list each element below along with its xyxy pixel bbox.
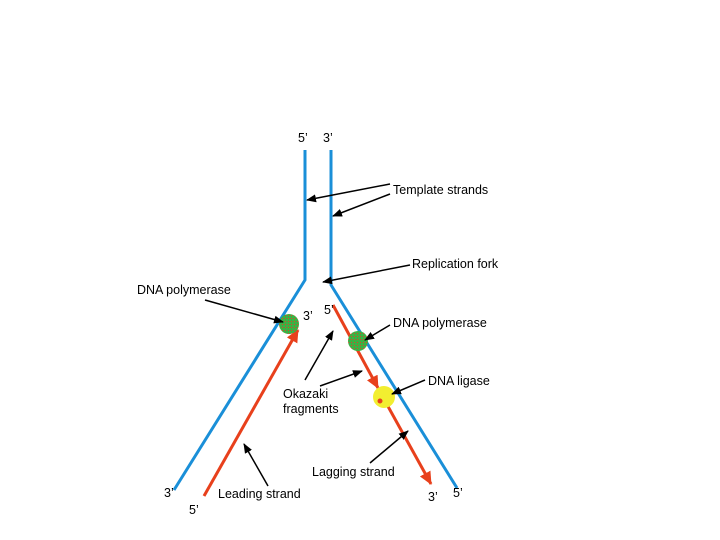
label-leading-strand: Leading strand	[218, 487, 301, 501]
label-dna-ligase: DNA ligase	[428, 374, 490, 388]
label-top-5prime: 5’	[298, 131, 308, 145]
arrow-leading-strand	[244, 444, 268, 486]
arrow-polymerase-right	[365, 325, 390, 340]
arrow-replication-fork	[323, 265, 410, 282]
label-bottom-left-5prime: 5’	[189, 503, 199, 517]
pointer-arrows	[205, 184, 425, 486]
label-dna-polymerase-left: DNA polymerase	[137, 283, 231, 297]
label-dna-polymerase-right: DNA polymerase	[393, 316, 487, 330]
label-mid-3prime: 3’	[303, 309, 313, 323]
arrow-template-lower	[333, 194, 390, 216]
dna-ligase-enzyme	[373, 386, 395, 408]
arrow-polymerase-left	[205, 300, 283, 322]
arrow-ligase	[392, 380, 425, 394]
label-replication-fork: Replication fork	[412, 257, 499, 271]
dna-polymerase-lagging	[348, 331, 368, 351]
label-mid-5prime: 5’	[324, 303, 334, 317]
label-bottom-left-3prime: 3’	[164, 486, 174, 500]
label-lagging-strand: Lagging strand	[312, 465, 395, 479]
dna-polymerase-leading	[279, 314, 299, 334]
label-bottom-right-3prime: 3’	[428, 490, 438, 504]
arrow-okazaki-upper	[305, 331, 333, 380]
label-top-3prime: 3’	[323, 131, 333, 145]
label-bottom-right-5prime: 5’	[453, 486, 463, 500]
label-okazaki-line2: fragments	[283, 402, 339, 416]
arrow-template-upper	[307, 184, 390, 200]
arrow-lagging-strand	[370, 431, 408, 463]
label-template-strands: Template strands	[393, 183, 488, 197]
label-okazaki-line1: Okazaki	[283, 387, 328, 401]
dna-ligase-spot	[378, 399, 383, 404]
arrow-okazaki-lower	[320, 371, 362, 386]
